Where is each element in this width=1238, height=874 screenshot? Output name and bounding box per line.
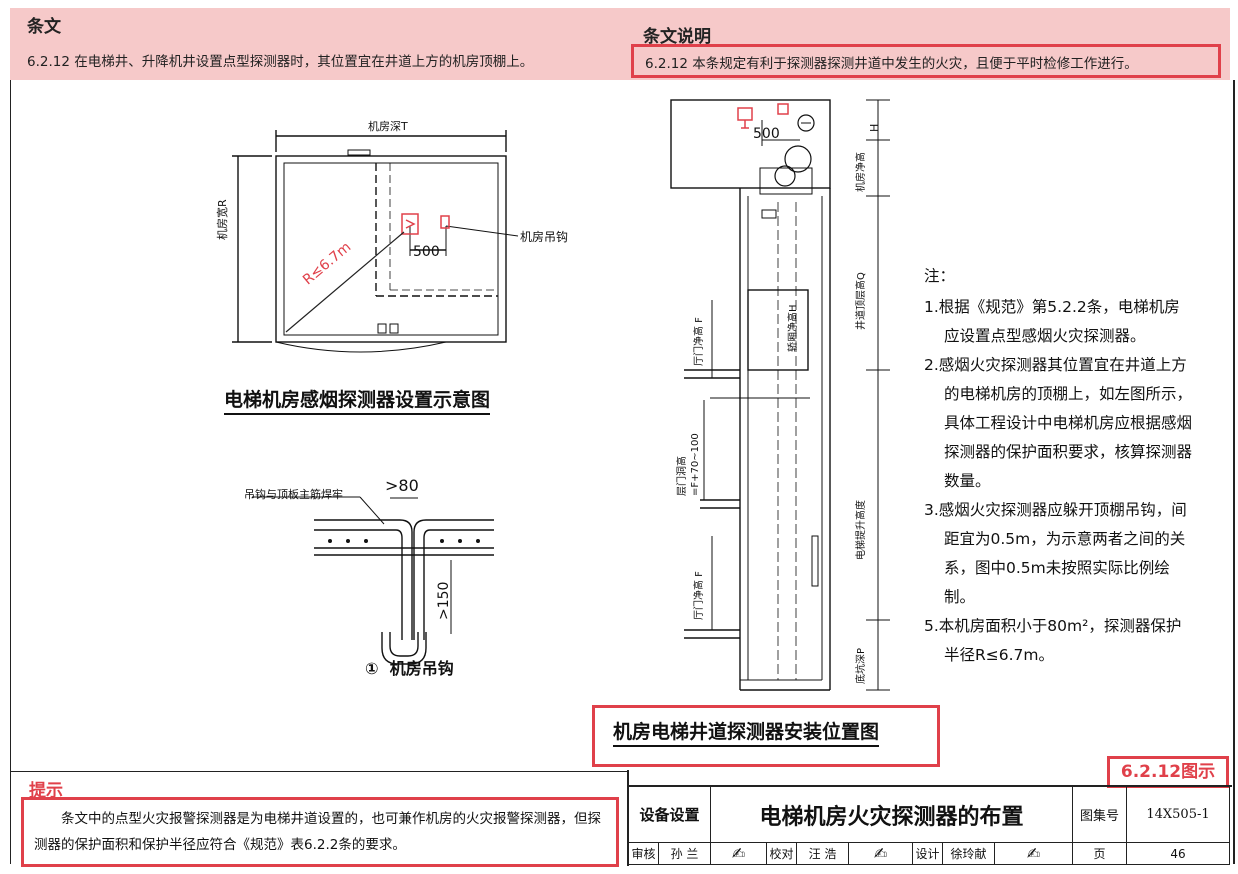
notes-heading: 注： — [924, 267, 956, 285]
dim-top: >80 — [385, 476, 419, 495]
checker-signature: ✍ — [849, 843, 913, 865]
hook-label: 机房吊钩 — [520, 230, 569, 244]
hint-title: 提示 — [29, 781, 63, 801]
door-clear-bottom: 厅门净高 F — [694, 571, 705, 620]
travel-height: 电梯提升高度 — [856, 500, 867, 560]
dim-room-width: 机房宽R — [216, 199, 229, 240]
category-cell: 设备设置 — [629, 787, 711, 843]
explain-highlight-box — [631, 44, 1221, 78]
note-item: 2.感烟火灾探测器其位置宜在井道上方的电梯机房的顶棚上，如左图所示，具体工程设计… — [924, 356, 1193, 490]
dim-h: H — [868, 123, 881, 132]
machine-room-plan — [232, 130, 519, 353]
checker-name: 汪 浩 — [797, 843, 849, 865]
atlas-number: 14X505-1 — [1127, 787, 1230, 843]
hint-text: 条文中的点型火灾报警探测器是为电梯井道设置的，也可兼作机房的火灾报警探测器，但探… — [34, 811, 601, 853]
designer-name: 徐玲献 — [943, 843, 995, 865]
floor-height: 层门洞高 =F+70~100 — [677, 433, 701, 496]
page-number: 46 — [1127, 843, 1230, 865]
designer-signature: ✍ — [995, 843, 1073, 865]
fig2-caption-num: ① — [365, 659, 379, 678]
fig1-caption: 电梯机房感烟探测器设置示意图 — [224, 385, 491, 415]
clause-text: 6.2.12 在电梯井、升降机井设置点型探测器时，其位置宜在井道上方的机房顶棚上… — [27, 54, 534, 70]
pit-depth: 底坑深P — [856, 647, 867, 684]
figure-label: 6.2.12图示 — [1107, 756, 1229, 788]
hook-detail — [252, 496, 494, 665]
fig3-caption: 机房电梯井道探测器安装位置图 — [613, 717, 880, 747]
room-height: 机房净高 — [856, 152, 867, 192]
review-label: 审核 — [629, 843, 659, 865]
note-item: 1.根据《规范》第5.2.2条，电梯机房应设置点型感烟火灾探测器。 — [924, 298, 1180, 345]
shaft-spacing: 500 — [753, 126, 780, 142]
drawing-title: 电梯机房火灾探测器的布置 — [711, 787, 1073, 843]
explain-title: 条文说明 — [643, 27, 711, 47]
spacing-label: 500 — [413, 244, 440, 260]
reviewer-signature: ✍ — [711, 843, 767, 865]
notes: 注： 1.根据《规范》第5.2.2条，电梯机房应设置点型感烟火灾探测器。 2.感… — [924, 262, 1194, 670]
dim-room-depth: 机房深T — [368, 120, 408, 133]
door-clear-top: 厅门净高 F — [694, 317, 705, 366]
note-item: 5.本机房面积小于80m²，探测器保护半径R≤6.7m。 — [924, 617, 1182, 664]
note-item: 3.感烟火灾探测器应躲开顶棚吊钩，间距宜为0.5m，为示意两者之间的关系，图中0… — [924, 501, 1187, 606]
fig2-caption-text: 机房吊钩 — [389, 659, 454, 678]
weld-label: 吊钩与顶板主筋焊牢 — [244, 488, 343, 501]
detector-symbol — [285, 213, 450, 333]
atlas-label: 图集号 — [1073, 787, 1127, 843]
page-label: 页 — [1073, 843, 1127, 865]
fig2-caption: ① 机房吊钩 — [365, 655, 454, 679]
elevator-shaft-section — [670, 99, 890, 691]
car-height: 轿厢净高H — [788, 304, 799, 352]
title-block: 设备设置 电梯机房火灾探测器的布置 图集号 14X505-1 审核 孙 兰 ✍ … — [627, 785, 1232, 866]
check-label: 校对 — [767, 843, 797, 865]
dim-side: >150 — [436, 581, 452, 620]
hint-separator — [10, 771, 627, 772]
reviewer-name: 孙 兰 — [659, 843, 711, 865]
hint-box: 条文中的点型火灾报警探测器是为电梯井道设置的，也可兼作机房的火灾报警探测器，但探… — [21, 797, 619, 867]
design-label: 设计 — [913, 843, 943, 865]
top-height: 井道顶层高Q — [856, 272, 867, 330]
titleblock-divider — [627, 770, 629, 785]
clause-title: 条文 — [27, 17, 61, 37]
fig3-caption-highlight — [592, 705, 940, 767]
drawing-frame — [10, 80, 1235, 864]
explain-text: 6.2.12 本条规定有利于探测器探测井道中发生的火灾，且便于平时检修工作进行。 — [645, 56, 1138, 72]
shaft-detector-symbol — [737, 103, 789, 129]
